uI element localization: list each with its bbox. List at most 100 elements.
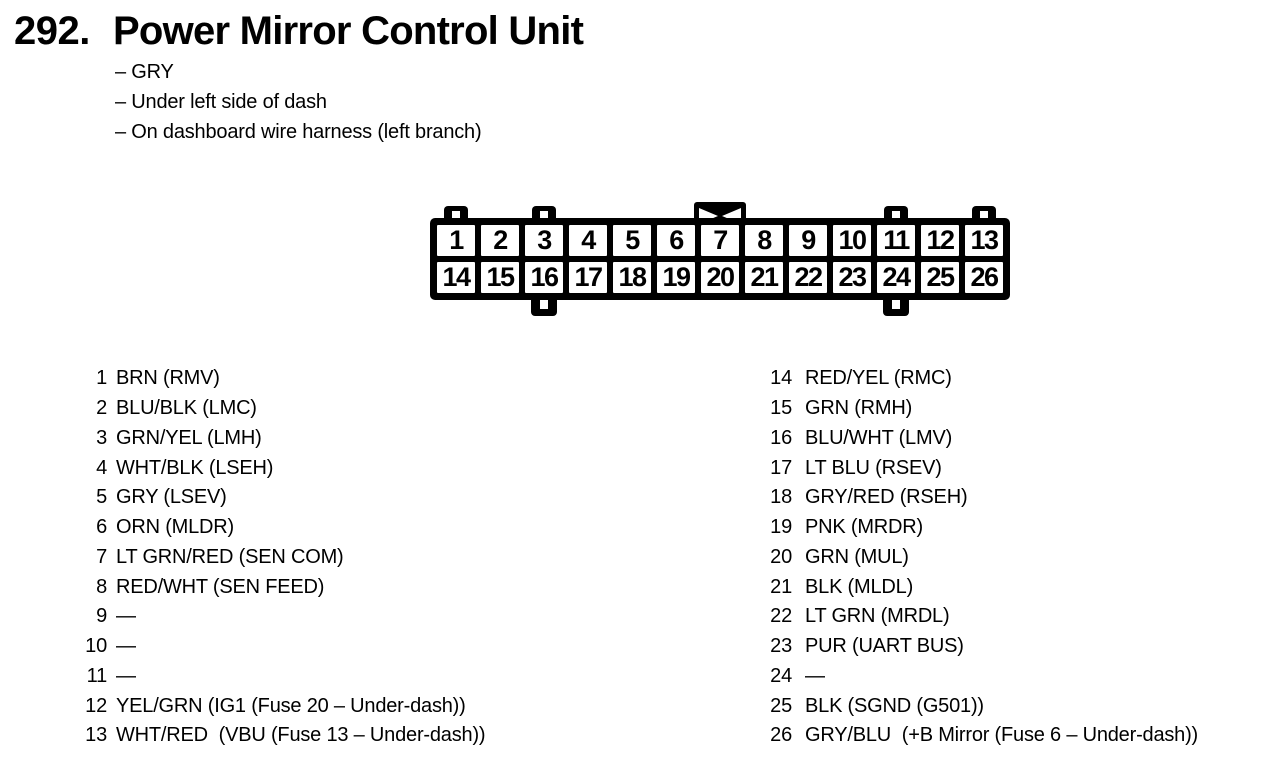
pin-row: 5 GRY (LSEV) (62, 483, 485, 513)
connector-pin-cell: 12 (921, 225, 959, 256)
pin-label: GRY/RED (RSEH) (805, 486, 968, 509)
pin-number: 1 (96, 367, 107, 390)
pin-label: BLU/BLK (LMC) (116, 397, 257, 420)
detail-item: – On dashboard wire harness (left branch… (115, 120, 482, 143)
pin-row: 12 YEL/GRN (IG1 (Fuse 20 – Under-dash)) (62, 691, 485, 721)
pin-row: 21 BLK (MLDL) (742, 572, 1198, 602)
section-number: 292. (14, 9, 90, 53)
connector-bottom-tab (531, 300, 557, 316)
pin-label: WHT/RED (VBU (Fuse 13 – Under-dash)) (116, 724, 486, 747)
pin-label: — (116, 664, 136, 687)
pin-label: YEL/GRN (IG1 (Fuse 20 – Under-dash)) (116, 694, 466, 717)
detail-list: – GRY– Under left side of dash– On dashb… (115, 58, 482, 147)
connector-pin-cell: 10 (833, 225, 871, 256)
pin-number: 8 (96, 575, 107, 598)
pin-row: 16 BLU/WHT (LMV) (742, 424, 1198, 454)
pin-label: GRN/YEL (LMH) (116, 426, 262, 449)
pin-row: 11 — (62, 662, 485, 692)
connector-pin-cell: 3 (525, 225, 563, 256)
pin-row: 15 GRN (RMH) (742, 394, 1198, 424)
bottom-tab-notch (540, 300, 548, 309)
pin-row: 23 PUR (UART BUS) (742, 632, 1198, 662)
pin-row: 2 BLU/BLK (LMC) (62, 394, 485, 424)
connector-pin-cell: 25 (921, 262, 959, 293)
pin-number: 20 (770, 545, 792, 568)
connector-pin-cell: 2 (481, 225, 519, 256)
lock-tab-notch (540, 211, 548, 222)
connector-pin-cell: 5 (613, 225, 651, 256)
connector-pin-cell: 18 (613, 262, 651, 293)
pin-label: BLU/WHT (LMV) (805, 426, 953, 449)
pin-row: 9 — (62, 602, 485, 632)
pin-label: PNK (MRDR) (805, 516, 923, 539)
pin-row: 1 BRN (RMV) (62, 364, 485, 394)
pin-label: — (116, 605, 136, 628)
pin-label: GRY (LSEV) (116, 486, 227, 509)
connector-pin-cell: 17 (569, 262, 607, 293)
connector-pin-cell: 16 (525, 262, 563, 293)
pin-label: GRN (RMH) (805, 397, 913, 420)
pin-number: 7 (96, 545, 107, 568)
pin-number: 25 (770, 694, 792, 717)
lock-tab-notch (892, 211, 900, 222)
pin-number: 13 (85, 724, 107, 747)
connector-pin-cell: 7 (701, 225, 739, 256)
pin-number: 6 (96, 516, 107, 539)
connector-pin-cell: 24 (877, 262, 915, 293)
pin-number: 2 (96, 397, 107, 420)
pin-row: 10 — (62, 632, 485, 662)
connector-pin-cell: 15 (481, 262, 519, 293)
pin-row: 13 WHT/RED (VBU (Fuse 13 – Under-dash)) (62, 721, 485, 751)
lock-tab-notch (452, 211, 460, 222)
connector-pin-cell: 6 (657, 225, 695, 256)
pin-number: 5 (96, 486, 107, 509)
pin-row: 17 LT BLU (RSEV) (742, 453, 1198, 483)
connector-pin-cell: 14 (437, 262, 475, 293)
connector-pin-cell: 11 (877, 225, 915, 256)
pin-label: LT GRN/RED (SEN COM) (116, 545, 344, 568)
pin-label: GRY/BLU (+B Mirror (Fuse 6 – Under-dash)… (805, 724, 1199, 747)
pin-row: 20 GRN (MUL) (742, 543, 1198, 573)
pin-label: WHT/BLK (LSEH) (116, 456, 274, 479)
bottom-tab-notch (892, 300, 900, 309)
connector-pin-cell: 1 (437, 225, 475, 256)
pin-number: 21 (770, 575, 792, 598)
pin-number: 22 (770, 605, 792, 628)
pin-label: RED/YEL (RMC) (805, 367, 952, 390)
pin-label: PUR (UART BUS) (805, 635, 964, 658)
connector-pin-cell: 26 (965, 262, 1003, 293)
pin-row: 4 WHT/BLK (LSEH) (62, 453, 485, 483)
pin-number: 24 (770, 664, 792, 687)
pin-row: 8 RED/WHT (SEN FEED) (62, 572, 485, 602)
pin-label: LT GRN (MRDL) (805, 605, 950, 628)
pin-row: 18 GRY/RED (RSEH) (742, 483, 1198, 513)
pin-label: LT BLU (RSEV) (805, 456, 942, 479)
connector-pin-cell: 23 (833, 262, 871, 293)
pin-list-left: 1 BRN (RMV) 2 BLU/BLK (LMC) 3 GRN/YEL (L… (62, 364, 485, 751)
pin-number: 11 (86, 664, 108, 687)
connector-pin-cell: 13 (965, 225, 1003, 256)
pin-label: GRN (MUL) (805, 545, 909, 568)
pin-number: 17 (770, 456, 792, 479)
pin-number: 16 (770, 426, 792, 449)
pin-label: ORN (MLDR) (116, 516, 234, 539)
pin-label: — (805, 664, 825, 687)
pin-row: 24 — (742, 662, 1198, 692)
pin-row: 26 GRY/BLU (+B Mirror (Fuse 6 – Under-da… (742, 721, 1198, 751)
pin-number: 9 (96, 605, 107, 628)
connector-pin-cell: 8 (745, 225, 783, 256)
page-title: Power Mirror Control Unit (113, 9, 584, 53)
pin-label: BRN (RMV) (116, 367, 220, 390)
pin-row: 6 ORN (MLDR) (62, 513, 485, 543)
connector-pin-cell: 4 (569, 225, 607, 256)
connector-pin-cell: 19 (657, 262, 695, 293)
pin-number: 12 (85, 694, 107, 717)
pin-number: 3 (96, 426, 107, 449)
pin-label: BLK (MLDL) (805, 575, 914, 598)
connector-pin-cell: 21 (745, 262, 783, 293)
